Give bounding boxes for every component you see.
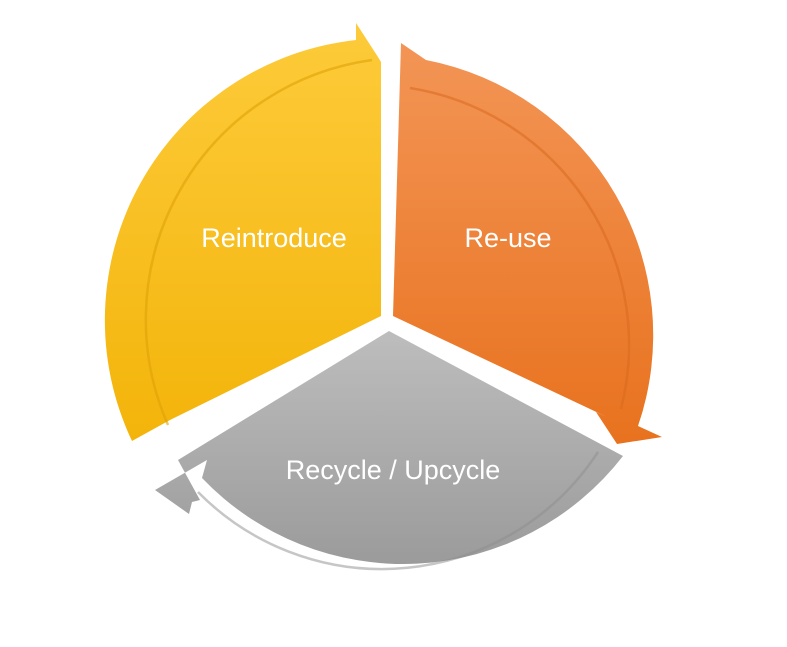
segment-reintroduce-arrow-track: [144, 58, 373, 426]
segment-reuse-arrow-track: [409, 86, 631, 410]
segment-reintroduce-shape: [104, 23, 381, 441]
segment-recycle: Recycle / Upcycle: [155, 331, 623, 571]
segment-reuse-shape: [393, 43, 662, 444]
segment-reuse: Re-use: [393, 43, 662, 444]
segment-reuse-label: Re-use: [464, 223, 551, 253]
segment-reintroduce: Reintroduce: [104, 23, 381, 441]
segment-recycle-shape: [155, 331, 623, 564]
segment-reintroduce-label: Reintroduce: [201, 223, 347, 253]
segment-recycle-label: Recycle / Upcycle: [286, 455, 501, 485]
segment-recycle-arrow-track: [197, 451, 600, 571]
